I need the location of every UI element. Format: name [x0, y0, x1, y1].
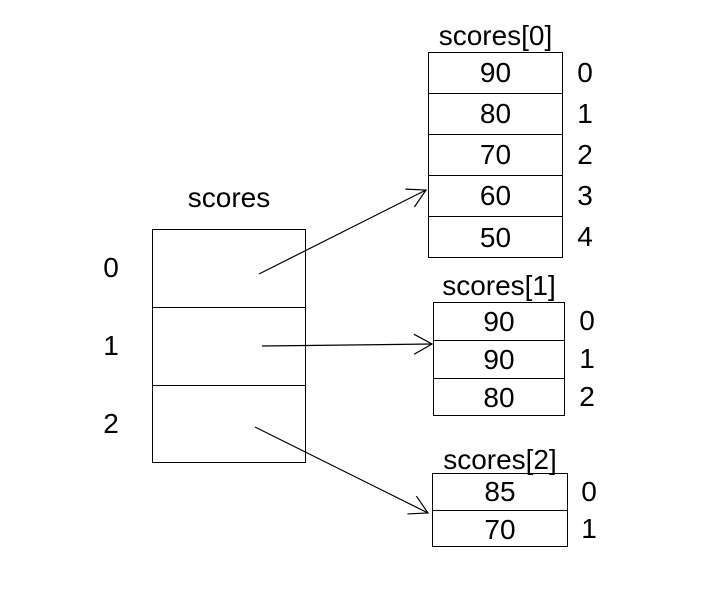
sub-array-2-box: 85 70 — [432, 473, 568, 547]
sub-array-1-cell-1: 90 — [434, 341, 564, 379]
sub-array-1-index-1: 1 — [579, 343, 595, 374]
main-array-index-column: 0 1 2 — [95, 229, 127, 463]
sub-array-1-cell-0: 90 — [434, 303, 564, 341]
sub-array-1-index-column: 0 1 2 — [571, 302, 603, 416]
sub-array-1-cell-2: 80 — [483, 382, 515, 413]
sub-array-2-index-column: 0 1 — [573, 473, 605, 547]
sub-array-1-box: 90 90 80 — [433, 302, 565, 416]
sub-array-0-box: 90 80 70 60 50 — [428, 52, 563, 258]
sub-array-0-index-1: 1 — [577, 97, 593, 129]
sub-array-0-index-0: 0 — [577, 56, 593, 88]
main-array-index-1: 1 — [103, 330, 119, 361]
sub-array-2-cell-0: 85 — [433, 474, 567, 511]
main-array-index-2: 2 — [103, 408, 119, 439]
main-array-cell-2 — [153, 386, 305, 464]
main-array-cell-0 — [153, 230, 305, 308]
main-array-cell-1 — [153, 308, 305, 386]
main-array-index-0: 0 — [103, 252, 119, 283]
sub-array-1-label: scores[1] — [442, 270, 556, 301]
sub-array-0-cell-2: 70 — [429, 135, 562, 176]
sub-array-0-label: scores[0] — [438, 20, 553, 51]
sub-array-1-index-0: 0 — [579, 305, 595, 336]
main-array-label: scores — [187, 182, 271, 213]
sub-array-0-index-3: 3 — [577, 179, 593, 211]
main-array-box — [152, 229, 306, 463]
sub-array-0-cell-1: 80 — [429, 94, 562, 135]
sub-array-2-index-0: 0 — [581, 475, 597, 507]
sub-array-2-cell-1: 70 — [484, 513, 516, 545]
sub-array-0-cell-4: 50 — [479, 221, 512, 253]
sub-array-0-index-4: 4 — [577, 220, 593, 252]
sub-array-2-index-1: 1 — [581, 512, 597, 544]
sub-array-1-index-2: 2 — [579, 381, 595, 412]
sub-array-0-cell-0: 90 — [429, 53, 562, 94]
sub-array-0-cell-3: 60 — [429, 176, 562, 217]
sub-array-2-label: scores[2] — [443, 444, 557, 475]
sub-array-0-index-column: 0 1 2 3 4 — [569, 52, 601, 257]
sub-array-0-index-2: 2 — [577, 138, 593, 170]
